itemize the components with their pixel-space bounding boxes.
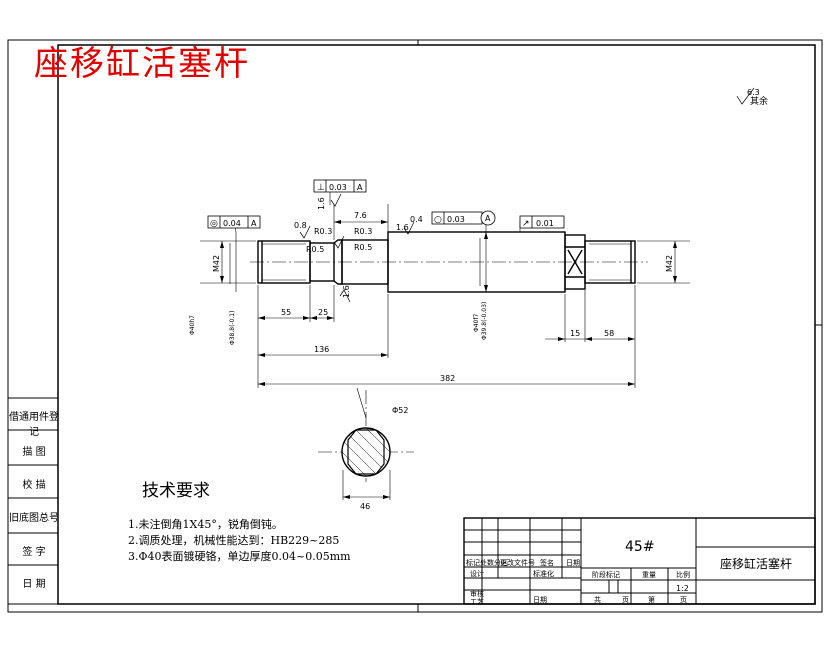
tb-sheet2: 页 [680, 596, 687, 604]
part-name: 座移缸活塞杆 [720, 556, 792, 571]
tb-doc: 更改文件号 [500, 558, 535, 567]
phi-left: Φ40h7 [189, 315, 196, 335]
title-block [463, 517, 816, 605]
tol-top-value: 0.03 [329, 183, 347, 192]
tolerance-frames [207, 179, 565, 229]
outer-frame [7, 39, 823, 613]
tb-std: 标准化 [533, 569, 554, 578]
tb-sign: 签名 [540, 558, 554, 567]
tol-mid-symbol: ○ [434, 215, 442, 225]
tb-design: 设计 [470, 569, 484, 578]
tol-mid-value: 0.03 [447, 215, 465, 224]
tol-right-symbol: ↗ [522, 219, 530, 229]
tb-weight: 重量 [642, 571, 656, 579]
ra-1-6b: 1.6 [396, 223, 409, 232]
drawing-labels: 其余 6.3 ⊥ 0.03 A ◎ 0.04 A ○ 0.03 A ↗ 0.01… [189, 88, 768, 511]
tb-craft: 工艺 [470, 598, 484, 606]
dim-55: 55 [281, 308, 291, 317]
tb-date2: 日期 [533, 596, 547, 604]
surface-finish-note: 其余 [750, 95, 768, 107]
side-cell-6: 日 期 [22, 579, 46, 590]
ra-1-6a: 1.6 [317, 197, 326, 210]
tech-item-3: 3.Φ40表面镀硬铬，单边厚度0.04~0.05mm [128, 550, 351, 563]
tb-total: 共 [594, 595, 601, 604]
tech-item-1: 1.未注倒角1X45°，锐角倒钝。 [128, 518, 283, 531]
radius-mid: R0.3 [354, 227, 372, 236]
dim-15: 15 [570, 329, 580, 338]
phi-mid: Φ40f7 [473, 314, 480, 332]
tb-check: 审核 [470, 589, 484, 598]
shaft-outline [257, 231, 636, 293]
tech-heading: 技术要求 [142, 481, 210, 501]
hex-label: Φ52 [392, 406, 408, 415]
ra-0-4: 0.4 [410, 215, 423, 224]
side-cell-5: 签 字 [22, 547, 46, 558]
tb-sheet: 页 [622, 596, 629, 604]
dim-46: 46 [360, 502, 370, 511]
phi-left-b: Φ38.8(-0.1) [229, 311, 236, 345]
side-cell-2: 描 图 [22, 447, 46, 458]
dim-58: 58 [604, 329, 614, 338]
roughness-symbols [299, 87, 755, 303]
side-cell-4: 旧底图总号 [9, 513, 59, 524]
dim-7-6: 7.6 [354, 211, 367, 220]
tb-date: 日期 [566, 559, 580, 567]
tb-stage: 阶段标记 [592, 570, 620, 579]
tol-left-datum: A [251, 219, 257, 228]
tol-left-symbol: ◎ [210, 219, 218, 229]
tech-item-2: 2.调质处理，机械性能达到：HB229~285 [128, 534, 340, 547]
radius-left: R0.3 [314, 227, 332, 236]
dimension-lines [200, 192, 690, 500]
dim-136: 136 [314, 345, 329, 354]
side-cell-3: 校 描 [22, 480, 46, 491]
tol-left-value: 0.04 [223, 219, 241, 228]
dim-25: 25 [318, 308, 328, 317]
datum-circle [480, 210, 496, 226]
cross-section [341, 427, 391, 477]
dim-382: 382 [440, 374, 455, 383]
tb-rev: 标记处数分区 [466, 558, 508, 567]
tol-top-symbol: ⊥ [317, 183, 325, 193]
phi-mid-b: Φ39.8(-0.03) [481, 302, 488, 340]
drawing-title: 座移缸活塞杆 [34, 44, 250, 84]
material: 45# [625, 539, 655, 555]
datum-letter: A [485, 214, 491, 223]
side-cell-1: 借通用件登记 [9, 412, 59, 438]
m-left: M42 [212, 255, 221, 272]
tb-ratio: 比例 [676, 570, 690, 579]
tol-top-datum: A [357, 183, 363, 192]
ra-1-6c: 1.6 [342, 285, 351, 298]
arrowheads [220, 220, 677, 499]
surface-finish-value: 6.3 [747, 88, 760, 97]
radius-mid2: R0.5 [354, 243, 372, 252]
scale: 1:2 [676, 584, 689, 593]
side-panel [7, 397, 59, 605]
m-right: M42 [665, 255, 674, 272]
title-block-text: 45# 座移缸活塞杆 1:2 标记处数分区 更改文件号 签名 日期 设计 标准化… [466, 539, 792, 606]
ra-0-8: 0.8 [294, 221, 307, 230]
tech-requirements: 技术要求 1.未注倒角1X45°，锐角倒钝。 2.调质处理，机械性能达到：HB2… [128, 476, 351, 565]
radius-left2: R0.5 [306, 245, 324, 254]
tb-no: 第 [648, 595, 655, 604]
tol-right-value: 0.01 [536, 219, 554, 228]
